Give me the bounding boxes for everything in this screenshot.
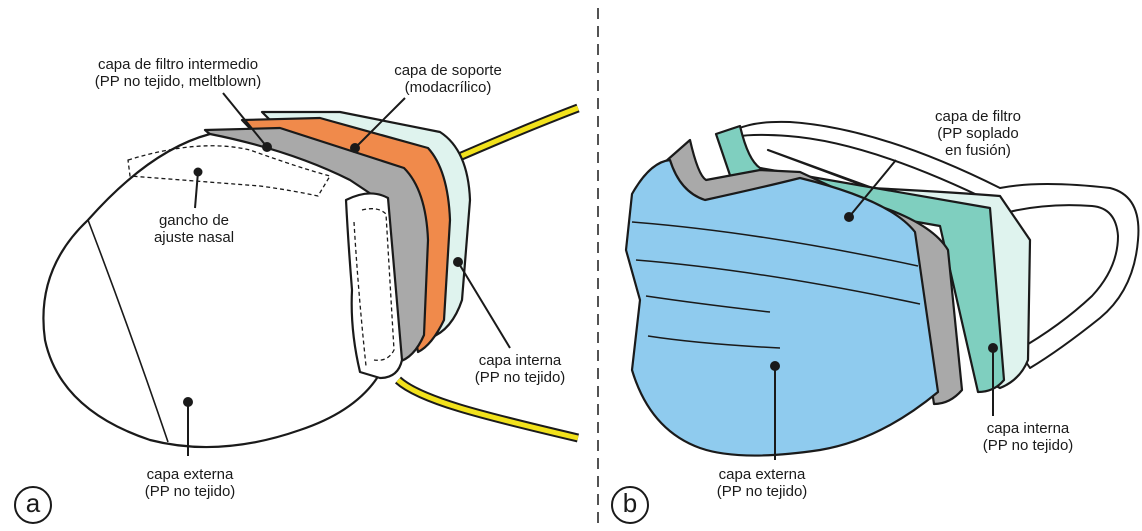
label-inner-layer-b: capa interna (PP no tejido) — [983, 420, 1074, 454]
label-support-layer: capa de soporte (modacrílico) — [394, 62, 502, 96]
label-middle-filter-layer: capa de filtro intermedio (PP no tejido,… — [95, 56, 261, 90]
label-inner-layer-a: capa interna (PP no tejido) — [475, 352, 566, 386]
n95-mask — [43, 108, 578, 447]
label-filter-layer-b: capa de filtro (PP soplado en fusión) — [935, 108, 1021, 159]
label-outer-layer-a: capa externa (PP no tejido) — [145, 466, 236, 500]
label-nose-hook: gancho de ajuste nasal — [154, 212, 234, 246]
label-outer-layer-b: capa externa (PP no tejido) — [717, 466, 808, 500]
panel-a-letter: a — [14, 486, 52, 524]
outer-shell — [43, 134, 382, 447]
surgical-mask — [626, 122, 1138, 456]
panel-b-letter: b — [611, 486, 649, 524]
